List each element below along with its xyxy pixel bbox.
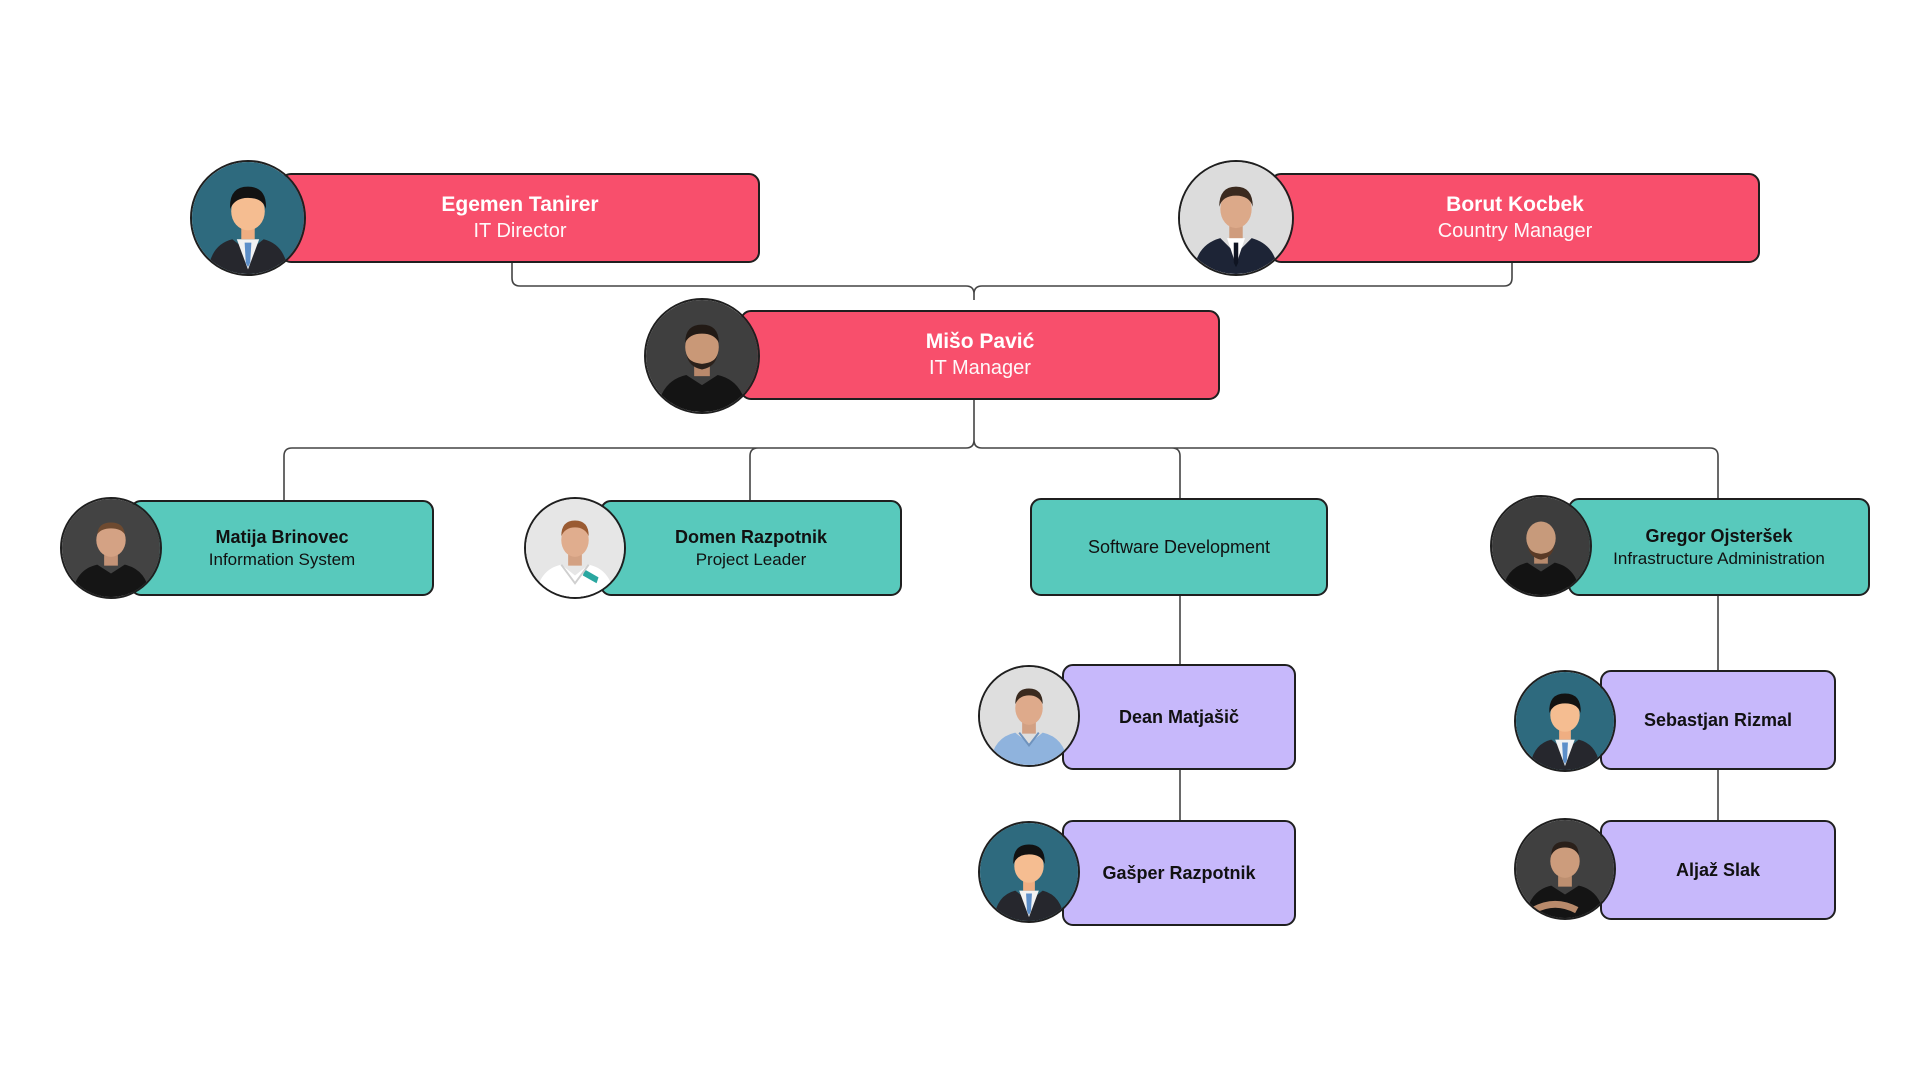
software-development-card[interactable]: Software Development <box>1030 498 1328 596</box>
person-photo <box>1178 160 1294 276</box>
avatar-illustration-icon <box>190 160 306 276</box>
employee-name: Borut Kocbek <box>1446 193 1584 217</box>
employee-name: Gregor Ojsteršek <box>1645 526 1793 547</box>
employee-name: Matija Brinovec <box>215 527 349 548</box>
person-photo <box>60 497 162 599</box>
dean-matjasic-card[interactable]: Dean Matjašič <box>1062 664 1296 770</box>
employee-name: Sebastjan Rizmal <box>1643 709 1793 730</box>
avatar-illustration-icon <box>978 821 1080 923</box>
employee-title: Information System <box>208 549 356 569</box>
matija-brinovec-card[interactable]: Matija Brinovec Information System <box>130 500 434 596</box>
employee-title: Project Leader <box>695 549 807 569</box>
employee-name: Dean Matjašič <box>1118 706 1240 727</box>
connector-manager-to-teams <box>283 398 1719 500</box>
employee-title: IT Director <box>473 219 567 242</box>
connector-directors-to-manager <box>511 262 1513 300</box>
employee-name: Egemen Tanirer <box>441 193 599 217</box>
employee-name: Mišo Pavić <box>925 330 1035 354</box>
person-photo <box>524 497 626 599</box>
sebastjan-rizmal-card[interactable]: Sebastjan Rizmal <box>1600 670 1836 770</box>
gregor-ojstersek-card[interactable]: Gregor Ojsteršek Infrastructure Administ… <box>1568 498 1870 596</box>
employee-title: Infrastructure Administration <box>1613 548 1825 568</box>
employee-name: Domen Razpotnik <box>674 527 827 548</box>
person-photo <box>1490 495 1592 597</box>
person-photo <box>1514 818 1616 920</box>
person-photo <box>978 665 1080 767</box>
employee-name: Gašper Razpotnik <box>1102 862 1256 883</box>
egemen-tanirer-card[interactable]: Egemen Tanirer IT Director <box>280 173 760 263</box>
person-photo <box>644 298 760 414</box>
employee-name: Aljaž Slak <box>1675 859 1761 880</box>
domen-razpotnik-card[interactable]: Domen Razpotnik Project Leader <box>600 500 902 596</box>
employee-title: Country Manager <box>1437 219 1593 242</box>
miso-pavic-card[interactable]: Mišo Pavić IT Manager <box>740 310 1220 400</box>
borut-kocbek-card[interactable]: Borut Kocbek Country Manager <box>1270 173 1760 263</box>
avatar-illustration-icon <box>1514 670 1616 772</box>
gasper-razpotnik-card[interactable]: Gašper Razpotnik <box>1062 820 1296 926</box>
department-title: Software Development <box>1087 536 1271 557</box>
employee-title: IT Manager <box>929 356 1031 379</box>
aljaz-slak-card[interactable]: Aljaž Slak <box>1600 820 1836 920</box>
